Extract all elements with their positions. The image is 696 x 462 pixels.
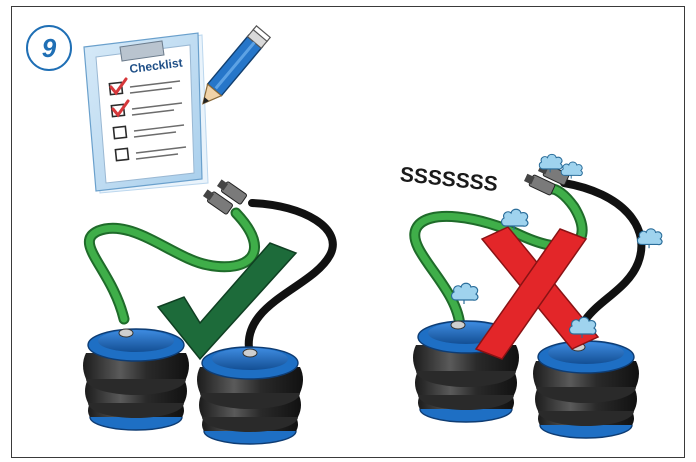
- scene-svg: Checklist: [12, 7, 685, 458]
- pencil-icon: [196, 26, 270, 110]
- air-bellows-good-1: [83, 329, 189, 430]
- air-bellows-leak-2: [533, 341, 639, 438]
- clipboard-checklist-icon: Checklist: [84, 33, 208, 193]
- good-fittings: [202, 178, 247, 215]
- air-bellows-good-2: [197, 347, 303, 444]
- illustration-frame: Checklist: [11, 6, 685, 458]
- step-number-badge: 9: [26, 25, 72, 71]
